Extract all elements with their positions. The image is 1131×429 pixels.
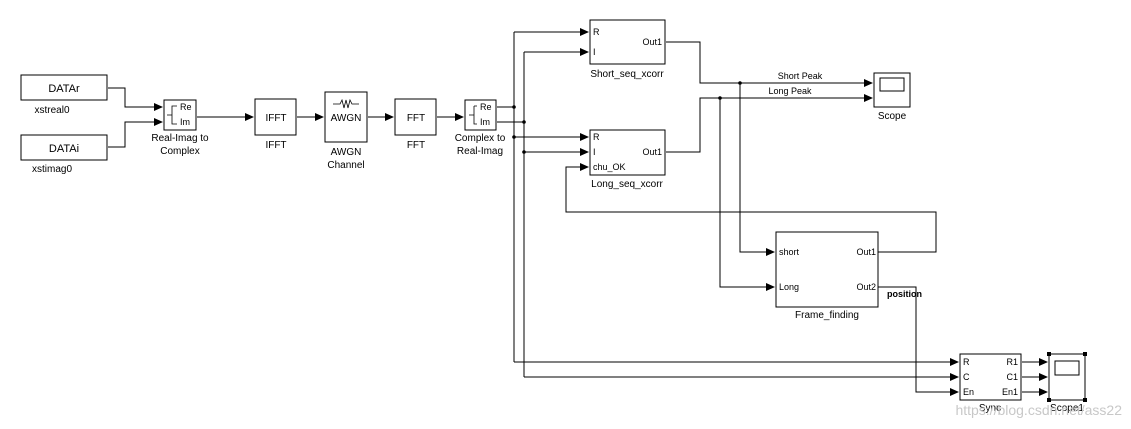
wire-long-peak-to-frame[interactable] xyxy=(719,98,775,291)
sync-out-c: C1 xyxy=(1006,372,1018,382)
signal-label-position: position xyxy=(887,289,922,299)
block-ri2c-caption-2: Complex xyxy=(160,146,199,157)
block-datai[interactable]: DATAi xstimag0 xyxy=(20,134,108,175)
signal-lines xyxy=(108,28,1048,396)
block-c2ri-caption-2: Real-Imag xyxy=(457,146,503,157)
signal-label-long-peak: Long Peak xyxy=(768,86,812,96)
block-ri2c-caption-1: Real-Imag to xyxy=(151,133,209,144)
frame-in-short: short xyxy=(779,247,800,257)
sync-out-r: R1 xyxy=(1006,357,1018,367)
scope-screen-icon xyxy=(879,77,905,92)
block-awgn-caption-1: AWGN xyxy=(331,147,362,158)
block-datai-label: DATAi xyxy=(49,143,79,155)
wire-frame-out1-feedback[interactable] xyxy=(565,163,937,253)
frame-caption: Frame_finding xyxy=(795,310,859,321)
block-sync[interactable]: R C En R1 C1 En1 Sync xyxy=(959,353,1022,414)
wire-datar-to-re[interactable] xyxy=(108,87,163,111)
short-xcorr-caption: Short_seq_xcorr xyxy=(590,69,664,80)
signal-label-short-peak: Short Peak xyxy=(778,71,823,81)
block-ifft[interactable]: IFFT IFFT xyxy=(254,98,297,151)
block-fft-caption: FFT xyxy=(407,140,425,151)
block-ifft-caption: IFFT xyxy=(265,140,286,151)
block-frame-finding[interactable]: short Long Out1 Out2 Frame_finding xyxy=(775,231,879,321)
block-fft-label: FFT xyxy=(407,113,425,124)
block-awgn-caption-2: Channel xyxy=(327,160,364,171)
frame-in-long: Long xyxy=(779,282,799,292)
block-complex-to-real-imag[interactable]: Re Im Complex to Real-Imag xyxy=(455,99,506,157)
short-xcorr-out: Out1 xyxy=(642,37,662,47)
long-xcorr-in-chu: chu_OK xyxy=(593,162,626,172)
long-xcorr-out: Out1 xyxy=(642,147,662,157)
block-scope-caption: Scope xyxy=(878,111,907,122)
scope1-selection-handles xyxy=(1047,352,1087,402)
block-ri2c-port-im: Im xyxy=(180,117,190,127)
block-awgn[interactable]: AWGN AWGN Channel xyxy=(324,91,368,171)
block-scope1[interactable]: Scope1 xyxy=(1047,352,1087,414)
sync-in-r: R xyxy=(963,357,970,367)
wire-short-peak[interactable] xyxy=(666,41,873,87)
wire-long-peak[interactable] xyxy=(666,94,873,153)
wire-position[interactable] xyxy=(878,286,959,396)
block-scope[interactable]: Scope xyxy=(873,72,911,122)
sync-out-en: En1 xyxy=(1002,387,1018,397)
block-c2ri-port-im: Im xyxy=(480,117,490,127)
block-datai-caption: xstimag0 xyxy=(32,164,72,175)
block-ri2c-port-re: Re xyxy=(180,102,192,112)
block-ifft-label: IFFT xyxy=(265,113,286,124)
frame-out1: Out1 xyxy=(856,247,876,257)
block-long-seq-xcorr[interactable]: R I chu_OK Out1 Long_seq_xcorr xyxy=(589,129,666,190)
block-datar[interactable]: DATAr xstreal0 xyxy=(20,74,108,116)
scope1-caption: Scope1 xyxy=(1050,403,1084,414)
sync-in-en: En xyxy=(963,387,974,397)
sync-caption: Sync xyxy=(979,403,1001,414)
junction-dots xyxy=(512,81,742,154)
frame-out2: Out2 xyxy=(856,282,876,292)
wire-short-peak-to-frame[interactable] xyxy=(739,83,775,256)
sync-in-c: C xyxy=(963,372,970,382)
block-datar-caption: xstreal0 xyxy=(34,105,69,116)
long-xcorr-in-r: R xyxy=(593,132,600,142)
scope1-screen-icon xyxy=(1054,360,1080,376)
long-xcorr-in-i: I xyxy=(593,147,596,157)
wire-datai-to-im[interactable] xyxy=(108,118,163,148)
block-awgn-label: AWGN xyxy=(331,113,362,124)
block-c2ri-caption-1: Complex to xyxy=(455,133,506,144)
short-xcorr-in-r: R xyxy=(593,27,600,37)
block-real-imag-to-complex[interactable]: Re Im Real-Imag to Complex xyxy=(151,99,209,157)
block-datar-label: DATAr xyxy=(48,83,80,95)
short-xcorr-in-i: I xyxy=(593,47,596,57)
block-fft[interactable]: FFT FFT xyxy=(394,98,437,151)
block-short-seq-xcorr[interactable]: R I Out1 Short_seq_xcorr xyxy=(589,19,666,80)
block-c2ri-port-re: Re xyxy=(480,102,492,112)
watermark: https://blog.csdn.net/ass22 xyxy=(955,402,1122,418)
long-xcorr-caption: Long_seq_xcorr xyxy=(591,179,663,190)
